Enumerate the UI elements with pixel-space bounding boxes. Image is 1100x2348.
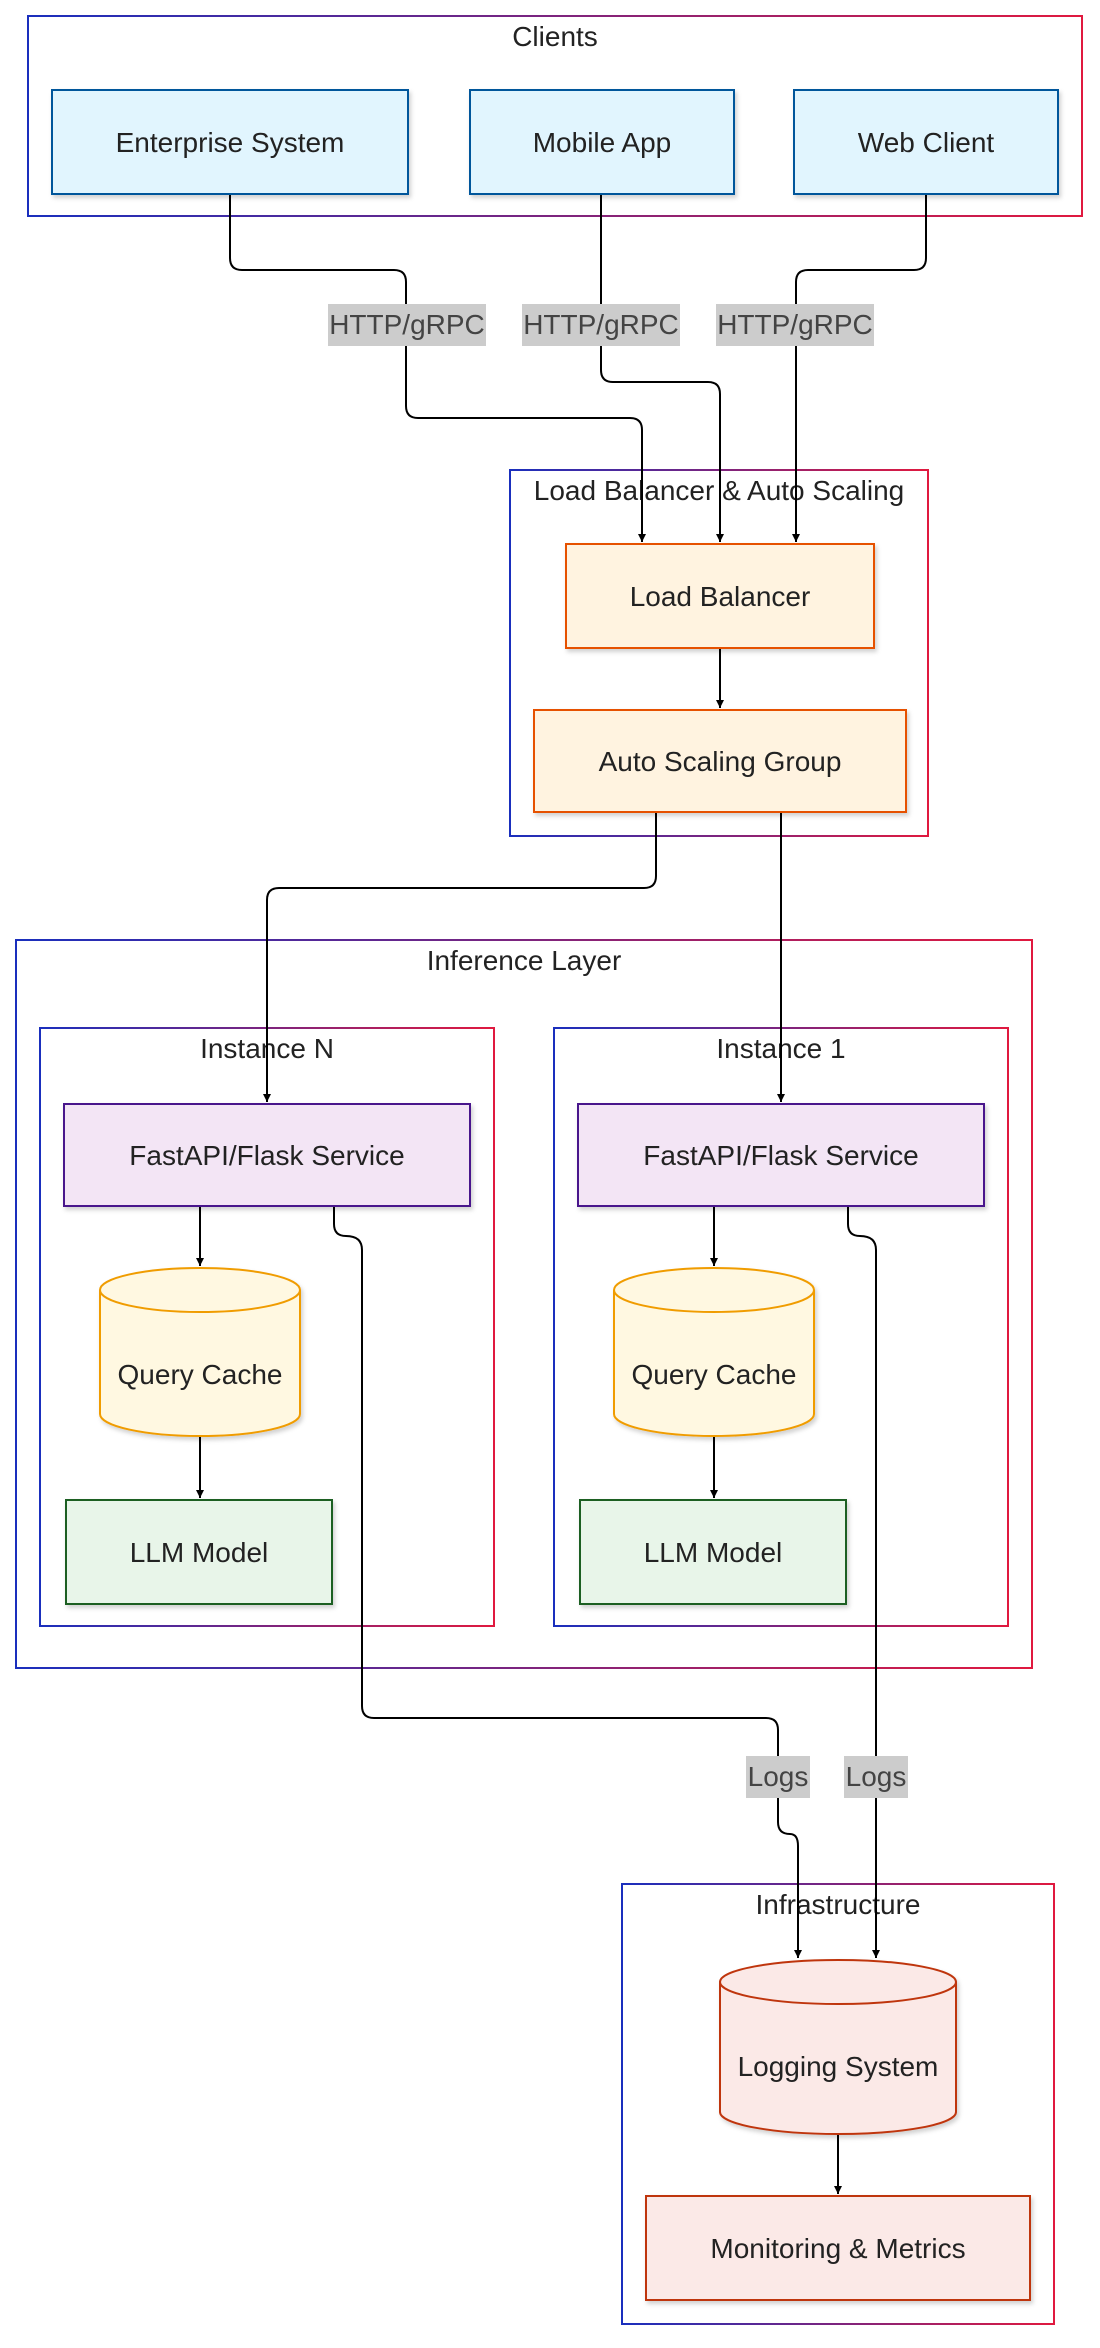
edge-label-bg [716,304,874,346]
node-instance-1-service[interactable]: FastAPI/Flask Service [577,1103,985,1207]
node-box [577,1103,985,1207]
edge-auto-scaling-to-instance-n [263,812,657,1102]
node-mobile-app[interactable]: Mobile App [469,89,735,195]
node-label: Query Cache [118,1359,283,1390]
node-instance-n-model[interactable]: LLM Model [65,1499,333,1605]
cylinder-body [719,1959,957,2135]
edge-label-text: Logs [748,1761,809,1792]
node-auto-scaling-group[interactable]: Auto Scaling Group [533,709,907,813]
cylinder-rim [719,1981,957,2005]
node-enterprise-system[interactable]: Enterprise System [51,89,409,195]
cylinder-rim [99,1289,301,1313]
edge-label-mobile: HTTP/gRPC [522,304,680,346]
group-inference-layer: Inference Layer [15,939,1033,1669]
node-logging-system[interactable]: Logging System [719,1959,957,2135]
node-label: Query Cache [632,1359,797,1390]
group-inference-layer-title: Inference Layer [427,945,622,976]
group-infrastructure-title: Infrastructure [756,1889,921,1920]
group-clients-frame [27,15,1083,217]
cylinder-body [99,1267,301,1437]
group-inference-layer-frame [15,939,1033,1669]
node-instance-n-service[interactable]: FastAPI/Flask Service [63,1103,471,1207]
node-label: Monitoring & Metrics [710,2233,965,2264]
edge-mobile-to-load-balancer [600,194,724,542]
node-label: Load Balancer [630,581,811,612]
node-web-client[interactable]: Web Client [793,89,1059,195]
node-box [65,1499,333,1605]
node-label: Web Client [858,127,995,158]
node-instance-1-model[interactable]: LLM Model [579,1499,847,1605]
group-clients: Clients [27,15,1083,217]
edge-label-text: HTTP/gRPC [523,309,679,340]
edge-label-instance-n-logs: Logs [746,1756,810,1798]
node-label: LLM Model [644,1537,783,1568]
node-box [533,709,907,813]
edge-instance-1-service-to-logging [847,1206,880,1958]
node-box [63,1103,471,1207]
cylinder-body [613,1267,815,1437]
node-label: FastAPI/Flask Service [643,1140,918,1171]
node-label: Auto Scaling Group [599,746,842,777]
edge-instance-n-service-to-logging [333,1206,802,1958]
node-box [579,1499,847,1605]
node-label: LLM Model [130,1537,269,1568]
edge-label-text: Logs [846,1761,907,1792]
node-label: FastAPI/Flask Service [129,1140,404,1171]
edge-label-text: HTTP/gRPC [717,309,873,340]
group-infrastructure-frame [621,1883,1055,2325]
node-label: Logging System [738,2051,939,2082]
node-box [51,89,409,195]
edge-label-web: HTTP/gRPC [716,304,874,346]
group-infrastructure: Infrastructure [621,1883,1055,2325]
node-monitoring-metrics[interactable]: Monitoring & Metrics [645,2195,1031,2301]
edge-label-bg [328,304,486,346]
node-instance-n-cache[interactable]: Query Cache [99,1267,301,1437]
node-load-balancer[interactable]: Load Balancer [565,543,875,649]
node-instance-1-cache[interactable]: Query Cache [613,1267,815,1437]
edge-label-bg [522,304,680,346]
edge-label-enterprise: HTTP/gRPC [328,304,486,346]
edge-web-to-load-balancer [792,194,927,542]
node-box [793,89,1059,195]
node-box [565,543,875,649]
node-box [645,2195,1031,2301]
cylinder-rim [613,1289,815,1313]
node-label: Enterprise System [116,127,345,158]
node-box [469,89,735,195]
edge-label-text: HTTP/gRPC [329,309,485,340]
edge-label-bg [746,1756,810,1798]
edge-label-bg [844,1756,908,1798]
edge-label-instance-1-logs: Logs [844,1756,908,1798]
group-clients-title: Clients [512,21,598,52]
node-label: Mobile App [533,127,672,158]
